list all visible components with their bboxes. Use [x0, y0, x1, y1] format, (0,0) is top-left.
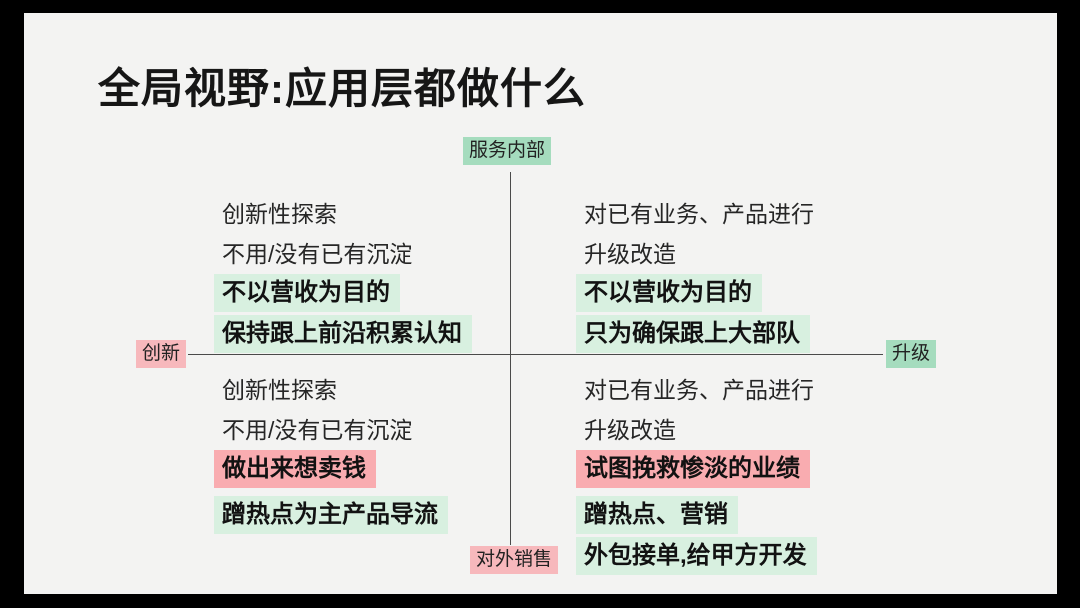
axis-label-bottom: 对外销售: [470, 546, 559, 574]
highlight-text: 蹭热点为主产品导流: [214, 496, 448, 534]
horizontal-axis-line: [188, 354, 883, 355]
quadrant-text-line: 创新性探索: [222, 201, 337, 227]
quadrant-text-line: 升级改造: [584, 417, 676, 443]
highlight-text: 只为确保跟上大部队: [576, 315, 810, 353]
quadrant-text-line: 升级改造: [584, 241, 676, 267]
axis-label-left: 创新: [136, 340, 187, 368]
highlight-row: 不以营收为目的: [576, 274, 814, 312]
quadrant-text-line: 不用/没有已有沉淀: [222, 241, 413, 267]
quadrant-bottom-right: 对已有业务、产品进行 升级改造 试图挽救惨淡的业绩 蹭热点、营销 外包接单,给甲…: [576, 370, 817, 575]
highlight-row: 不以营收为目的: [214, 274, 472, 312]
axis-label-top: 服务内部: [463, 137, 552, 165]
highlight-row: 只为确保跟上大部队: [576, 315, 814, 353]
quadrant-text-line: 不用/没有已有沉淀: [222, 417, 413, 443]
quadrant-text-line: 对已有业务、产品进行: [584, 201, 814, 227]
highlight-row: 试图挽救惨淡的业绩: [576, 450, 817, 488]
highlight-row: 蹭热点、营销: [576, 496, 817, 534]
highlight-text: 做出来想卖钱: [214, 450, 376, 488]
quadrant-top-right: 对已有业务、产品进行 升级改造 不以营收为目的 只为确保跟上大部队: [576, 194, 814, 353]
highlight-text: 外包接单,给甲方开发: [576, 537, 817, 575]
highlight-row: 保持跟上前沿积累认知: [214, 315, 472, 353]
highlight-text: 试图挽救惨淡的业绩: [576, 450, 810, 488]
slide-title: 全局视野:应用层都做什么: [98, 65, 586, 112]
highlight-row: 外包接单,给甲方开发: [576, 537, 817, 575]
slide: 全局视野:应用层都做什么 服务内部 对外销售 创新 升级 创新性探索 不用/没有…: [24, 13, 1057, 594]
highlight-text: 蹭热点、营销: [576, 496, 738, 534]
highlight-text: 不以营收为目的: [214, 274, 400, 312]
vertical-axis-line: [510, 172, 511, 545]
highlight-row: 蹭热点为主产品导流: [214, 496, 448, 534]
axis-label-right: 升级: [886, 340, 937, 368]
quadrant-text-line: 对已有业务、产品进行: [584, 377, 814, 403]
quadrant-text-line: 创新性探索: [222, 377, 337, 403]
highlight-text: 不以营收为目的: [576, 274, 762, 312]
highlight-row: 做出来想卖钱: [214, 450, 448, 488]
highlight-text: 保持跟上前沿积累认知: [214, 315, 472, 353]
quadrant-top-left: 创新性探索 不用/没有已有沉淀 不以营收为目的 保持跟上前沿积累认知: [214, 194, 472, 353]
quadrant-bottom-left: 创新性探索 不用/没有已有沉淀 做出来想卖钱 蹭热点为主产品导流: [214, 370, 448, 534]
